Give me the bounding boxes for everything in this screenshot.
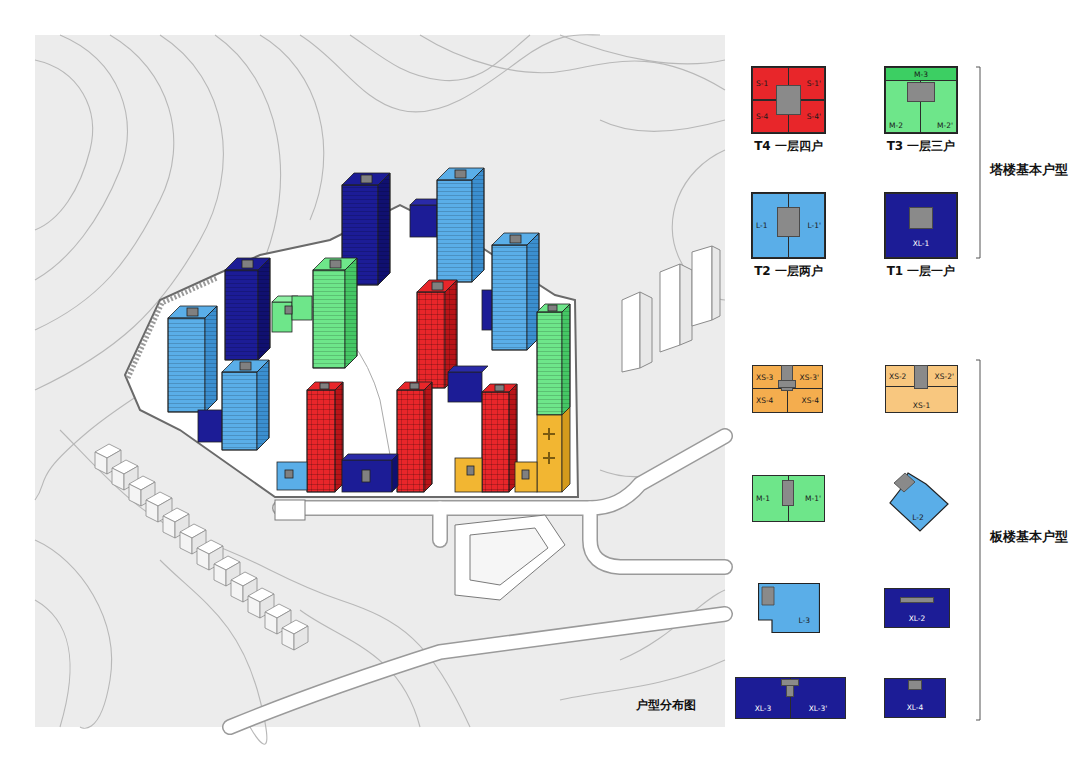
unit-cell: L-3 [758,583,820,633]
unit-code: S-4' [807,112,821,121]
unit-cell: XS-4 [752,388,788,413]
group-label: 板楼基本户型 [990,529,1068,546]
roads [230,436,725,727]
unit-plan-tile: T2 一层两户L-1L-1' [752,193,825,258]
unit-code: XS-2 [889,372,906,381]
unit-code: L-1 [756,221,768,230]
plan-type-caption: T2 一层两户 [754,264,823,278]
unit-outline [886,470,950,534]
unit-code: XL-3' [809,704,828,713]
unit-shape [890,473,948,531]
core-block [777,207,800,237]
core-block [914,365,928,389]
unit-code: XS-4 [756,396,773,405]
unit-plan-tile: T1 一层一户XL-1 [885,193,957,258]
unit-cell: XS-4 [787,388,823,413]
unit-plan-tile: T4 一层四户S-1S-1'S-4S-4' [752,67,825,133]
unit-code: S-1 [756,79,768,88]
unit-outline [758,583,820,633]
unit-code: XS-3' [800,373,819,382]
group-brackets [976,67,980,720]
unit-cell: L-2 [886,470,950,534]
core-block [907,82,935,102]
core-block [908,680,922,690]
unit-type-buildings [168,168,570,492]
unit-code: M-2 [889,121,903,130]
unit-code: L-3 [798,616,810,625]
core-block [894,473,915,492]
core-block [786,685,794,697]
unit-plan-tile: T3 一层三户M-3M-2M-2' [885,67,957,133]
map-panel [35,35,725,727]
unit-code: M-2' [937,121,953,130]
unit-code: XL-2 [909,614,926,623]
map-caption: 户型分布图 [634,696,698,715]
unit-cell: M-3 [885,67,957,81]
unit-code: M-3 [914,70,928,79]
core-block [762,587,774,605]
unit-code: XS-4 [802,396,819,405]
unit-code: XS-3 [756,373,773,382]
unit-code: XL-4 [907,703,924,712]
unit-code: M-1' [805,494,821,503]
unit-shape [759,584,820,633]
unit-code: XL-3 [755,704,772,713]
core-block [776,85,801,115]
unit-code: L-2 [912,513,924,522]
core-block [900,597,934,603]
core-block [782,480,794,506]
group-label: 塔楼基本户型 [990,162,1068,179]
core-block [778,380,796,388]
plan-type-caption: T3 一层三户 [887,139,956,153]
unit-code: S-4 [756,112,768,121]
unit-code: XS-2' [935,372,954,381]
contour-lines [35,35,725,745]
unit-code: XS-1 [913,401,930,410]
plan-type-caption: T4 一层四户 [754,139,823,153]
unit-code: S-1' [807,79,821,88]
unit-code: L-1' [807,221,821,230]
unit-code: XL-1 [913,239,930,248]
unit-cell: XL-2 [884,588,950,628]
unit-cell: XS-1 [885,386,958,413]
core-block [909,207,933,229]
unit-code: M-1 [756,494,770,503]
plan-type-caption: T1 一层一户 [887,264,956,278]
